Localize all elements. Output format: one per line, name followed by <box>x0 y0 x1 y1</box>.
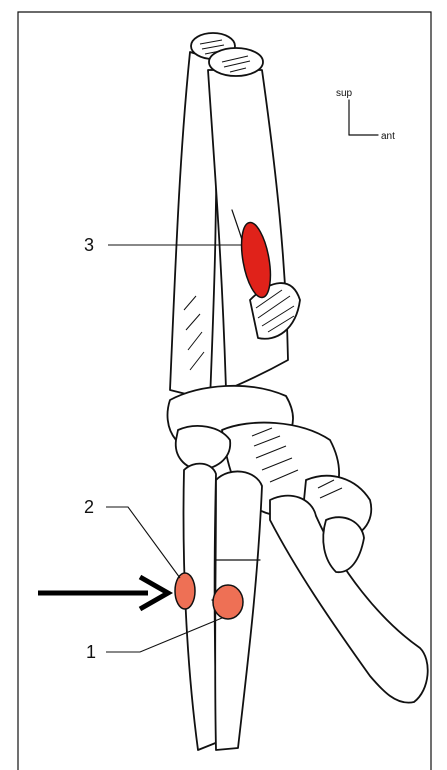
orientation-ant-label: ant <box>381 131 395 142</box>
label-3: 3 <box>84 235 94 255</box>
label-1: 1 <box>86 642 96 662</box>
metacarpal-small <box>323 517 364 572</box>
radius-cut-surface <box>209 48 263 76</box>
marker-1 <box>213 585 243 619</box>
arrow-indicator <box>38 577 168 609</box>
forearm-bones <box>170 33 288 400</box>
label-2: 2 <box>84 497 94 517</box>
orientation-sup-label: sup <box>336 88 353 99</box>
orientation-indicator: sup ant <box>336 88 395 142</box>
marker-2 <box>175 573 195 609</box>
leader-line-2 <box>106 507 180 578</box>
